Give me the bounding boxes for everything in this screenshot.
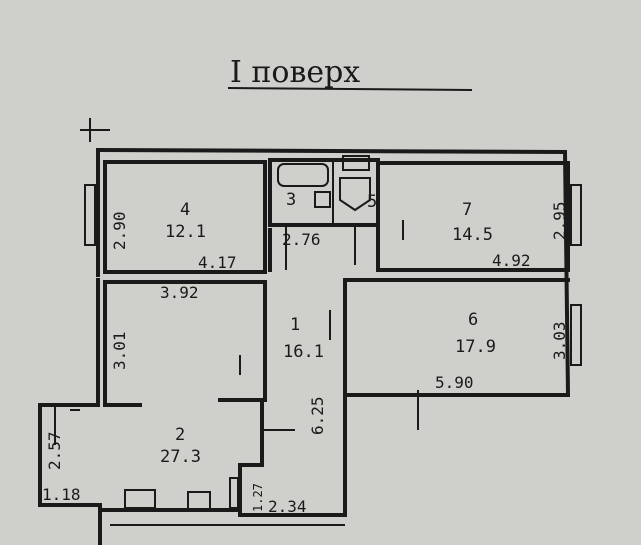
bathtub-icon — [277, 163, 329, 187]
room-7-number: 7 — [462, 200, 472, 220]
dim-small-a: 1.27 — [251, 483, 265, 512]
dim-room6-width: 5.90 — [435, 373, 474, 392]
dim-room6-height: 3.03 — [550, 321, 569, 360]
dim-corridor-length: 6.25 — [308, 396, 327, 435]
stove-icon — [124, 489, 156, 509]
room-4-area: 12.1 — [165, 222, 206, 242]
sink-icon — [314, 191, 331, 208]
room-1-area: 16.1 — [283, 342, 324, 362]
dim-bath-width: 2.76 — [282, 230, 321, 249]
radiator-icon — [229, 477, 239, 509]
room-2-area: 27.3 — [160, 447, 201, 467]
room-6-number: 6 — [468, 310, 478, 330]
windows — [84, 155, 582, 366]
dim-room2-top: 3.92 — [160, 283, 199, 302]
title-underline — [227, 87, 473, 91]
dim-room7-width: 4.92 — [492, 251, 531, 270]
dim-room2-bottom: 1.18 — [42, 485, 81, 504]
room-6-area: 17.9 — [455, 337, 496, 357]
dimensions: 2.90 4.17 2.76 2.95 4.92 3.92 3.01 3.03 … — [42, 201, 569, 516]
cabinet-icon — [187, 491, 211, 511]
room-5-number: 5 — [367, 192, 377, 212]
room-1-number: 1 — [290, 315, 300, 335]
dimension-ticks — [54, 118, 419, 445]
dim-room2-side: 2.57 — [45, 431, 64, 470]
plan-title: I поверх — [230, 55, 360, 90]
dim-room2-upper-height: 3.01 — [110, 331, 129, 370]
room-7-area: 14.5 — [452, 225, 493, 245]
walls — [38, 147, 571, 545]
dim-small-b: 2.34 — [268, 497, 307, 516]
room-4-number: 4 — [180, 200, 190, 220]
toilet-icon — [339, 177, 371, 212]
dim-room7-height: 2.95 — [550, 201, 569, 240]
dim-room4-width: 4.17 — [198, 253, 237, 272]
room-labels: 4 12.1 3 5 7 14.5 1 16.1 6 17.9 2 27.3 — [160, 190, 496, 467]
room-3-number: 3 — [286, 190, 296, 210]
room-2-number: 2 — [175, 425, 185, 445]
fixtures — [124, 163, 371, 511]
dim-room4-height: 2.90 — [110, 211, 129, 250]
